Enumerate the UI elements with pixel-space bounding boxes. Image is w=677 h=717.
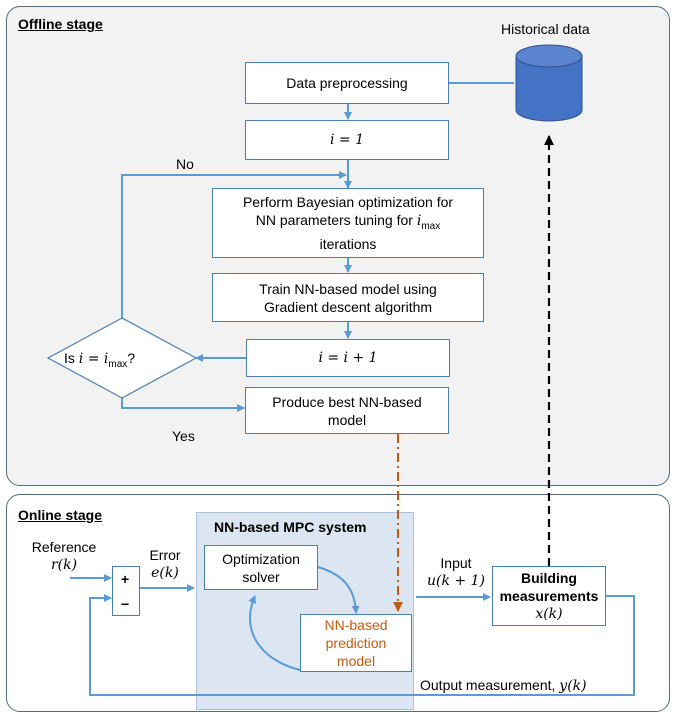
bayes-line-2: NN parameters tuning for — [255, 211, 417, 228]
reference-symbol: r(k) — [50, 557, 78, 573]
decision-suffix: ? — [127, 350, 136, 366]
decision-text: Is i = imax? — [64, 349, 135, 374]
reference-label: Reference r(k) — [22, 538, 106, 574]
bayes-line-3: iterations — [319, 236, 377, 253]
error-symbol: e(k) — [151, 565, 179, 581]
bayes-optimization-box: Perform Bayesian optimization for NN par… — [212, 188, 484, 258]
nn-prediction-model-box: NN-based prediction model — [300, 614, 412, 672]
historical-data-label: Historical data — [501, 21, 590, 37]
decision-prefix: Is — [64, 350, 79, 366]
bayes-line-1: Perform Bayesian optimization for — [242, 193, 454, 210]
building-line-2: measurements — [499, 588, 599, 604]
input-text: Input — [440, 555, 472, 571]
error-label: Error e(k) — [140, 546, 190, 582]
train-model-box: Train NN-based model using Gradient desc… — [212, 273, 484, 322]
mpc-system-title: NN-based MPC system — [214, 519, 367, 535]
bayes-max-subscript: max — [421, 220, 441, 232]
produce-line-1: Produce best NN-based — [272, 393, 422, 410]
produce-model-box: Produce best NN-based model — [245, 387, 449, 434]
error-text: Error — [149, 547, 181, 563]
init-counter-text: i = 1 — [329, 132, 364, 148]
train-line-2: Gradient descent algorithm — [263, 298, 433, 315]
mpc-system-panel — [196, 512, 414, 710]
increment-text: i = i + 1 — [318, 350, 378, 366]
decision-math: i = i — [78, 351, 109, 367]
building-measurements-box: Building measurements x(k) — [492, 566, 606, 626]
init-counter-box: i = 1 — [245, 120, 449, 160]
input-symbol: u(k + 1) — [427, 573, 485, 589]
output-text: Output measurement, — [420, 677, 560, 693]
prediction-line-3: model — [336, 653, 376, 669]
prediction-line-1: NN-based — [324, 617, 388, 633]
building-symbol: x(k) — [535, 606, 563, 622]
input-label: Input u(k + 1) — [418, 554, 494, 590]
online-stage-title: Online stage — [18, 507, 103, 523]
prediction-line-2: prediction — [325, 635, 387, 651]
no-label: No — [176, 156, 194, 172]
decision-max-subscript: max — [108, 358, 128, 370]
solver-line-1: Optimization — [222, 550, 300, 567]
data-preprocessing-box: Data preprocessing — [245, 62, 449, 104]
increment-box: i = i + 1 — [246, 339, 450, 377]
offline-stage-title: Offline stage — [18, 16, 103, 32]
building-line-1: Building — [520, 570, 577, 586]
data-preprocessing-text: Data preprocessing — [286, 75, 408, 91]
optimization-solver-box: Optimization solver — [204, 545, 318, 590]
bayes-i-symbol: i — [416, 212, 422, 229]
yes-label: Yes — [172, 428, 195, 444]
train-line-1: Train NN-based model using — [259, 280, 437, 297]
plus-sign: + — [121, 571, 130, 587]
minus-sign: − — [121, 596, 130, 612]
summing-junction: + − — [112, 566, 140, 616]
output-measurement-label: Output measurement, y(k) — [420, 676, 587, 695]
output-symbol: y(k) — [559, 678, 587, 694]
solver-line-2: solver — [242, 568, 280, 585]
reference-text: Reference — [31, 539, 97, 555]
produce-line-2: model — [327, 411, 367, 428]
